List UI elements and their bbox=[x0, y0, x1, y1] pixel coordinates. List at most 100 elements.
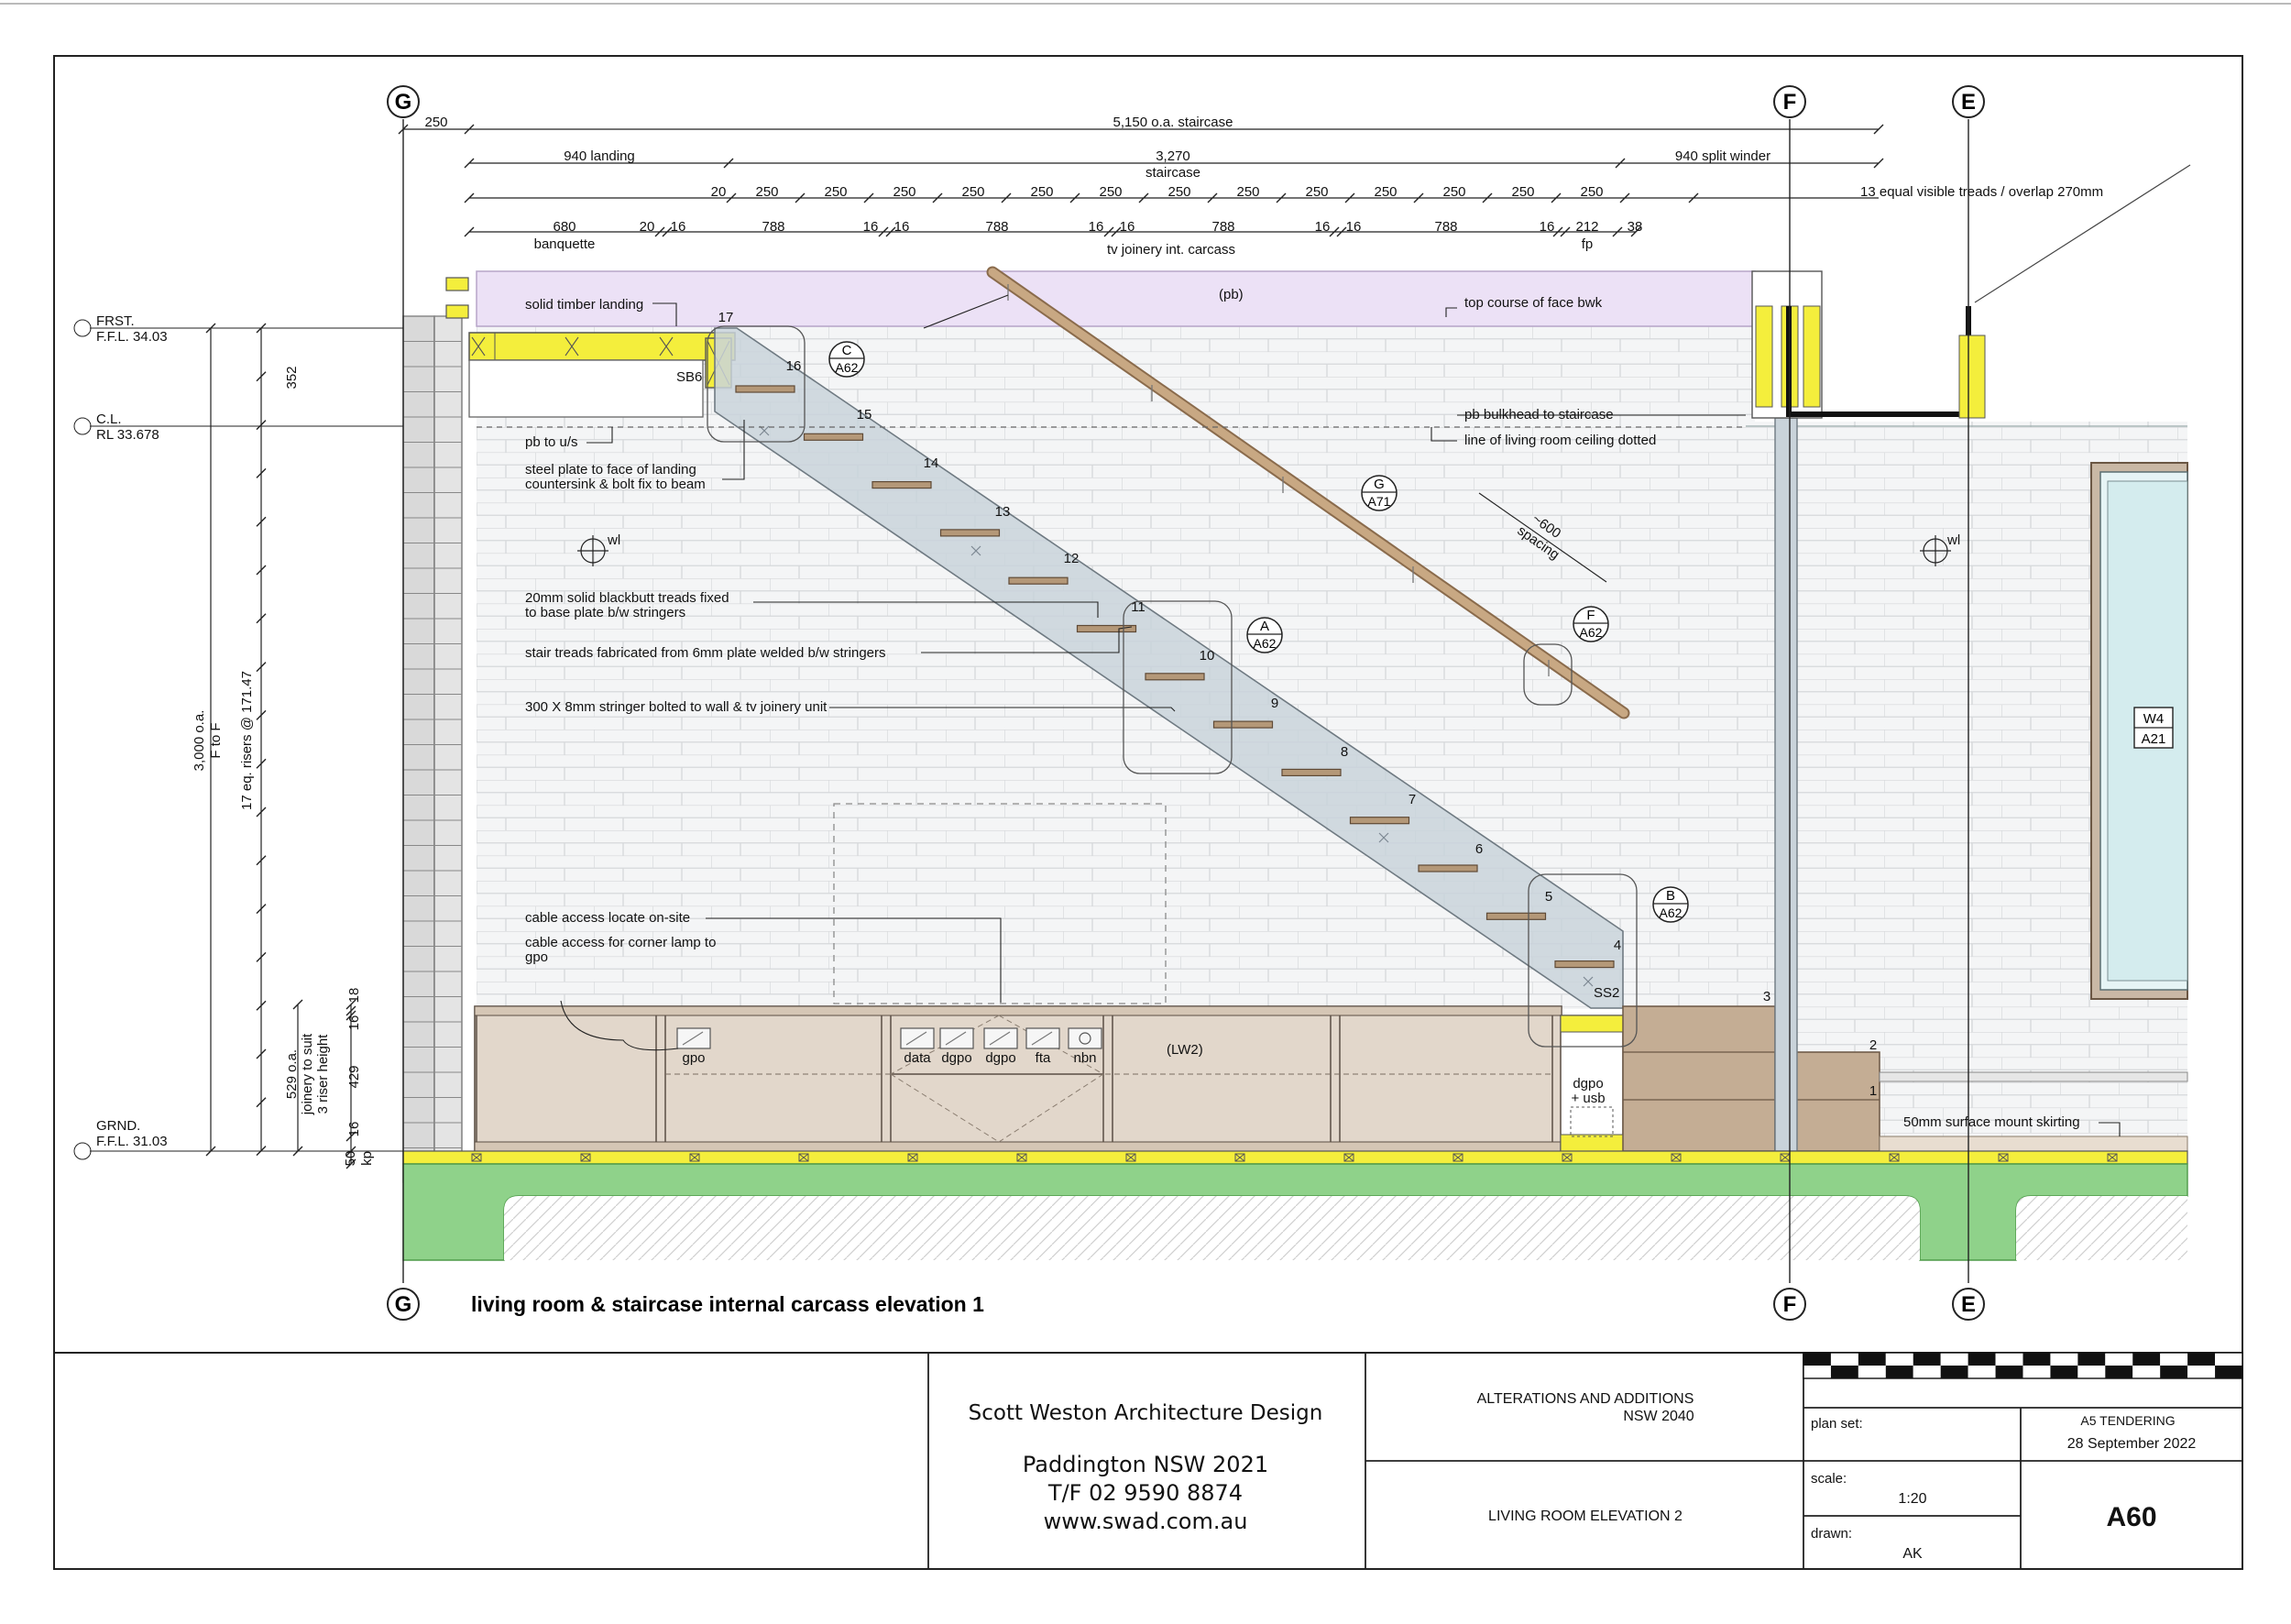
stair-tread bbox=[939, 529, 1001, 537]
firm-website: www.swad.com.au bbox=[1044, 1509, 1248, 1534]
dim-f-to-f: F to F bbox=[208, 722, 224, 758]
bubble-sheet: A62 bbox=[1660, 905, 1683, 920]
dim-20: 20 bbox=[640, 219, 655, 235]
leader-lines bbox=[560, 294, 2121, 1136]
dimension-lines bbox=[403, 128, 1879, 233]
grid-bubble-f-bottom bbox=[1773, 1288, 1806, 1321]
dim-tread-250: 250 bbox=[1167, 184, 1190, 200]
dim-50: 50 bbox=[343, 1151, 358, 1167]
dim-16: 16 bbox=[1346, 219, 1362, 235]
note-solid-landing: solid timber landing bbox=[525, 297, 643, 313]
step-number: 5 bbox=[1545, 889, 1552, 905]
dim-788: 788 bbox=[1211, 219, 1234, 235]
stair-tread bbox=[1281, 768, 1342, 777]
dim-tread-250: 250 bbox=[1511, 184, 1534, 200]
dim-16: 16 bbox=[1315, 219, 1331, 235]
firm-address: Paddington NSW 2021 bbox=[1023, 1452, 1268, 1477]
level-first-label: FRST. bbox=[96, 313, 135, 329]
firm-name: Scott Weston Architecture Design bbox=[969, 1401, 1323, 1425]
note-skirting: 50mm surface mount skirting bbox=[1903, 1114, 2080, 1130]
stair-tread bbox=[1145, 673, 1205, 681]
dim-riser-height: 3 riser height bbox=[315, 1034, 331, 1114]
step-number: 10 bbox=[1200, 648, 1215, 664]
dim-tread-250: 250 bbox=[755, 184, 778, 200]
scale-bar bbox=[1803, 1352, 2243, 1379]
grid-label-g: G bbox=[395, 1292, 412, 1317]
dim-tread-250: 250 bbox=[1099, 184, 1122, 200]
label-wl: wl bbox=[607, 532, 620, 548]
section-bubble: A A62 bbox=[1246, 617, 1283, 653]
window-tag-id: W4 bbox=[2143, 711, 2165, 727]
dim-788: 788 bbox=[985, 219, 1008, 235]
dim-tread-250: 250 bbox=[1030, 184, 1053, 200]
detail-callout-outline bbox=[707, 325, 1638, 1048]
dim-3270: 3,270 bbox=[1156, 148, 1190, 164]
bubble-ref: G bbox=[1374, 477, 1385, 492]
dim-tread-250: 250 bbox=[961, 184, 984, 200]
level-ceiling-label: C.L. bbox=[96, 411, 122, 427]
stair-tread bbox=[735, 385, 795, 393]
note-fabricated: stair treads fabricated from 6mm plate w… bbox=[525, 645, 886, 661]
dim-38: 38 bbox=[1628, 219, 1643, 235]
grid-label-e: E bbox=[1961, 90, 1976, 115]
dim-staircase-label: staircase bbox=[1146, 165, 1200, 181]
stair-tread bbox=[1349, 817, 1410, 825]
note-ceiling-line: line of living room ceiling dotted bbox=[1464, 433, 1656, 448]
outlet-data: data bbox=[904, 1050, 931, 1066]
level-ceiling-rl: RL 33.678 bbox=[96, 427, 159, 443]
stair-tread bbox=[871, 480, 932, 489]
label-lw2: (LW2) bbox=[1167, 1042, 1203, 1058]
dim-tread-250: 250 bbox=[1374, 184, 1397, 200]
outlet-dgpo-usb: dgpo bbox=[1573, 1076, 1603, 1092]
dim-tread-250: 250 bbox=[1305, 184, 1328, 200]
plan-set-value: A5 TENDERING bbox=[2080, 1413, 2175, 1428]
outlet-gpo: gpo bbox=[682, 1050, 705, 1066]
stair-tread bbox=[1418, 864, 1478, 872]
bubble-ref: F bbox=[1586, 608, 1595, 623]
dim-tread-250: 250 bbox=[1442, 184, 1465, 200]
plan-set-label: plan set: bbox=[1811, 1416, 1863, 1432]
step-number: 9 bbox=[1271, 696, 1278, 711]
dim-treads-note: 13 equal visible treads / overlap 270mm bbox=[1860, 184, 2103, 200]
wall-light-symbol bbox=[577, 535, 1951, 566]
step-number: 16 bbox=[786, 358, 802, 374]
brick-pier bbox=[402, 315, 463, 1183]
note-cable-lamp: cable access for corner lamp to bbox=[525, 935, 716, 950]
level-ground-rl: F.F.L. 31.03 bbox=[96, 1134, 168, 1149]
dim-kp: kp bbox=[359, 1151, 375, 1166]
vertical-dimension-ticks bbox=[205, 323, 356, 1169]
bubble-ref: A bbox=[1260, 619, 1269, 634]
step-number: 11 bbox=[1131, 599, 1146, 615]
dim-212: 212 bbox=[1575, 219, 1598, 235]
bubble-ref: C bbox=[842, 343, 852, 358]
stair-tread bbox=[1485, 912, 1547, 920]
dim-tread-250: 250 bbox=[824, 184, 847, 200]
pb-bulkhead bbox=[476, 270, 1756, 327]
dim-16: 16 bbox=[671, 219, 686, 235]
drawn-value: AK bbox=[1902, 1546, 1923, 1562]
scale-value: 1:20 bbox=[1898, 1491, 1926, 1507]
dim-16: 16 bbox=[346, 1015, 362, 1031]
step-number: 7 bbox=[1409, 792, 1416, 807]
outlet-dgpo-usb: + usb bbox=[1571, 1091, 1605, 1106]
step-number: 3 bbox=[1763, 989, 1770, 1004]
outlet-nbn: nbn bbox=[1073, 1050, 1096, 1066]
floor-slab bbox=[402, 1150, 2188, 1261]
outlet-dgpo: dgpo bbox=[941, 1050, 971, 1066]
dim-16: 16 bbox=[1089, 219, 1104, 235]
sheet-border bbox=[53, 55, 2243, 1570]
timber-marker bbox=[445, 277, 469, 291]
bubble-sheet: A62 bbox=[1254, 636, 1277, 651]
sheet-drawing-name: LIVING ROOM ELEVATION 2 bbox=[1488, 1509, 1683, 1524]
stair-tread bbox=[1554, 960, 1615, 969]
dim-16: 16 bbox=[894, 219, 910, 235]
dim-16: 16 bbox=[346, 1122, 362, 1137]
dim-fp: fp bbox=[1582, 236, 1594, 252]
note-pb: (pb) bbox=[1219, 287, 1244, 302]
step-number: 17 bbox=[718, 310, 734, 325]
